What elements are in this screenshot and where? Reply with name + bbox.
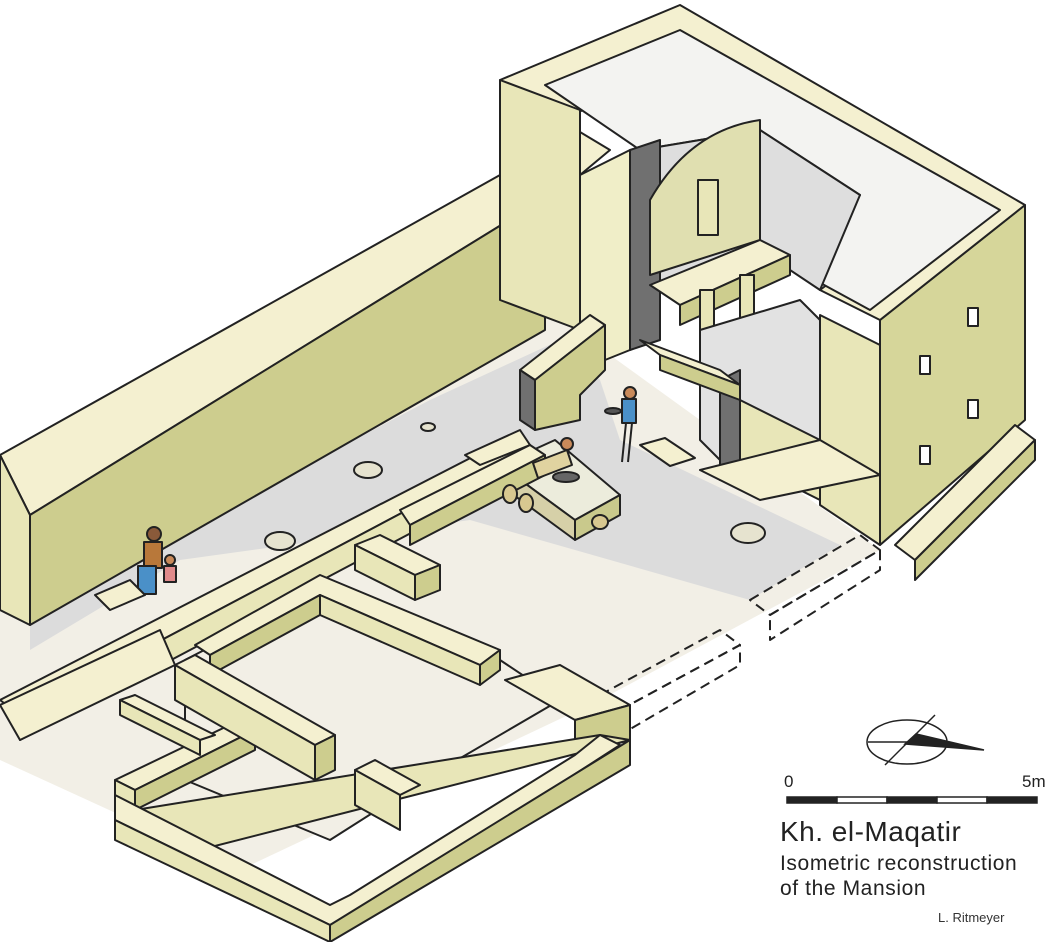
pottery-jars [502,484,609,530]
steps [94,437,696,611]
figure-subtitle-line2: of the Mansion [780,877,927,900]
long-wall [0,174,546,626]
scale-bar-icon [786,796,1038,804]
north-arrow-icon [866,714,985,766]
figure-grinding-woman [532,437,580,483]
window [919,355,931,375]
south-rooms [0,574,631,942]
window [967,399,979,419]
courtyard-walls [354,444,546,601]
storage-pits [264,422,766,551]
artist-credit: L. Ritmeyer [938,910,1005,925]
gate-walls [464,314,606,466]
figure-standing-man [604,386,637,463]
scale-start-label: 0 [784,772,794,791]
figure-man-with-child [137,526,177,595]
window [967,307,979,327]
figure-subtitle-line1: Isometric reconstruction [780,852,1018,875]
figure-title: Kh. el-Maqatir [780,816,962,847]
mansion-building [499,4,1036,581]
scale-end-label: 5m [1022,772,1046,791]
window [919,445,931,465]
